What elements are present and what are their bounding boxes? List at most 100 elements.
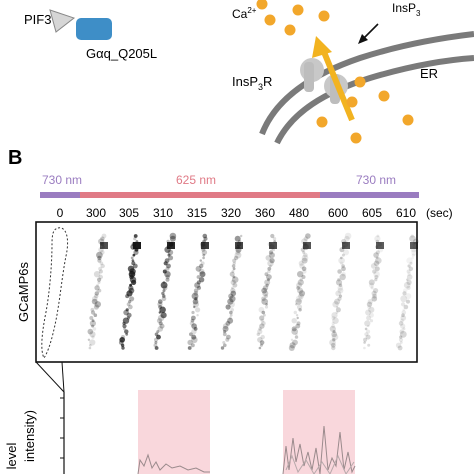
cell-pixel	[261, 321, 266, 326]
cell-pixel	[331, 324, 336, 328]
cell-pixel	[232, 275, 236, 279]
cell-pixel	[99, 261, 104, 266]
cell-pixel	[262, 290, 269, 297]
cell-pixel	[299, 278, 303, 282]
cell-pixel	[98, 274, 104, 280]
timepoint-label: 480	[289, 206, 309, 220]
cell-pixel	[401, 313, 405, 318]
cell-pixel	[267, 278, 270, 282]
cell-pixel	[156, 334, 161, 340]
cell-pixel	[260, 318, 265, 323]
cell-pixel	[89, 339, 96, 346]
cell-pixel	[330, 342, 336, 348]
cell-pixel	[194, 297, 198, 301]
cell-pixel	[158, 311, 161, 314]
cell-pixel	[398, 321, 404, 326]
cell-pixel	[195, 307, 201, 313]
cell-pixel	[366, 301, 373, 307]
cell-pixel	[94, 291, 100, 296]
cell-pixel	[267, 269, 271, 274]
cell-pixel	[368, 282, 375, 288]
image-strip-frame	[35, 221, 418, 363]
cell-pixel	[303, 236, 309, 241]
cell-pixel	[375, 257, 382, 264]
cell-pixel	[409, 235, 416, 242]
cell-pixel	[187, 339, 193, 346]
cell-pixel	[402, 291, 407, 296]
cell-pixel	[232, 258, 237, 263]
cell-pixel	[400, 302, 406, 307]
cell-pixel	[265, 303, 268, 306]
cell-pixel	[232, 261, 236, 265]
cell-pixel	[398, 337, 404, 342]
cell-pixel	[297, 287, 304, 294]
cell-pixel	[159, 306, 166, 314]
cell-pixel	[264, 279, 271, 286]
gcamp6s-row-label: GCaMP6s	[16, 262, 31, 322]
cell-hotspot	[342, 242, 350, 249]
cell-pixel	[89, 344, 92, 347]
trace-line-1	[137, 453, 210, 474]
cell-pixel	[266, 274, 272, 280]
cell-hotspot	[201, 242, 209, 249]
cell-pixel	[229, 310, 233, 315]
cell-pixel	[126, 312, 132, 318]
cell-hotspot	[133, 242, 141, 249]
light-bar-625	[80, 192, 320, 198]
cell-pixel	[261, 296, 266, 302]
cell-pixel	[335, 290, 342, 297]
gaq-label: Gαq_Q205L	[86, 46, 157, 61]
cell-pixel	[232, 282, 238, 288]
cell-pixel	[296, 282, 302, 289]
cell-pixel	[344, 232, 352, 240]
cell-pixel	[298, 260, 304, 266]
cell-pixel	[264, 272, 269, 277]
cell-pixel	[128, 304, 133, 310]
cell-pixel	[192, 301, 199, 308]
cell-pixel	[375, 250, 380, 255]
cell-pixel	[157, 301, 163, 307]
cell-pixel	[229, 313, 233, 317]
cell-pixel	[165, 274, 170, 280]
cell-pixel	[234, 251, 242, 259]
cell-pixel	[193, 291, 199, 296]
cell-pixel	[89, 316, 94, 320]
cell-pixel	[411, 256, 415, 260]
cell-pixel	[262, 285, 269, 291]
cell-pixel	[338, 257, 345, 264]
cell-pixel	[364, 320, 371, 327]
cell-pixel	[228, 293, 234, 299]
cell-pixel	[365, 334, 371, 340]
cell-pixel	[299, 263, 305, 269]
cell-pixel	[334, 298, 341, 305]
zoom-line-right	[61, 361, 65, 393]
cell-pixel	[91, 298, 98, 305]
cell-pixel	[367, 299, 373, 305]
cell-pixel	[293, 310, 297, 315]
gaq-box	[76, 18, 112, 40]
cell-pixel	[160, 312, 167, 319]
cell-pixel	[332, 330, 336, 334]
insp3-arrow-shaft	[363, 23, 379, 39]
cell-pixel	[234, 235, 241, 242]
cell-pixel	[190, 318, 195, 323]
cell-pixel	[337, 287, 344, 294]
trace-line-2	[282, 425, 356, 474]
cell-pixel	[331, 345, 336, 351]
cell-pixel	[189, 321, 195, 326]
cell-pixel	[97, 280, 101, 284]
cell-pixel	[92, 327, 97, 331]
cell-pixel	[240, 234, 243, 238]
cell-pixel	[301, 275, 306, 279]
cell-pixel	[193, 305, 196, 309]
cell-pixel	[223, 343, 227, 348]
cell-pixel	[295, 333, 298, 336]
cell-pixel	[97, 255, 102, 261]
cell-pixel	[199, 263, 204, 269]
cell-pixel	[363, 341, 366, 344]
cell-pixel	[130, 256, 134, 260]
cell-pixel	[132, 253, 136, 257]
cell-pixel	[406, 274, 413, 280]
light-bar-730-right	[320, 192, 419, 198]
cell-pixel	[364, 327, 368, 331]
